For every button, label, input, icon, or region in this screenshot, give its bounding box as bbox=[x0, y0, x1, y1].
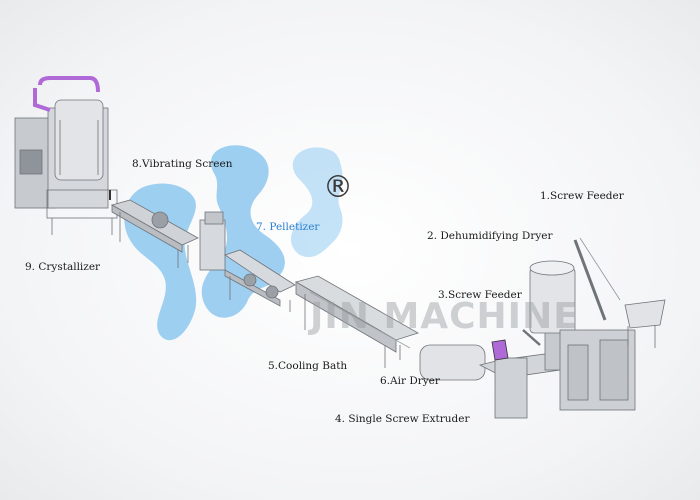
label-single-screw-extruder: 4. Single Screw Extruder bbox=[335, 413, 470, 425]
registered-mark: ® bbox=[323, 170, 353, 205]
extruder-machine bbox=[419, 329, 571, 419]
label-screw-feeder-3: 3.Screw Feeder bbox=[438, 289, 522, 301]
label-dehumidifying-dryer: 2. Dehumidifying Dryer bbox=[427, 230, 553, 242]
label-vibrating-screen: 8.Vibrating Screen bbox=[132, 158, 233, 170]
crystallizer-machine bbox=[14, 76, 118, 235]
label-pelletizer: 7. Pelletizer bbox=[256, 221, 320, 233]
cooling-bath-machine bbox=[294, 275, 419, 368]
label-screw-feeder-1: 1.Screw Feeder bbox=[540, 190, 624, 202]
watermark-text: JIN MACHINE bbox=[310, 296, 579, 337]
vibrating-screen-machine bbox=[110, 199, 199, 268]
label-air-dryer: 6.Air Dryer bbox=[380, 375, 440, 387]
dryer-machine bbox=[522, 237, 666, 411]
label-cooling-bath: 5.Cooling Bath bbox=[268, 360, 348, 372]
pelletizer-machine bbox=[199, 211, 296, 312]
label-crystallizer: 9. Crystallizer bbox=[25, 261, 101, 273]
